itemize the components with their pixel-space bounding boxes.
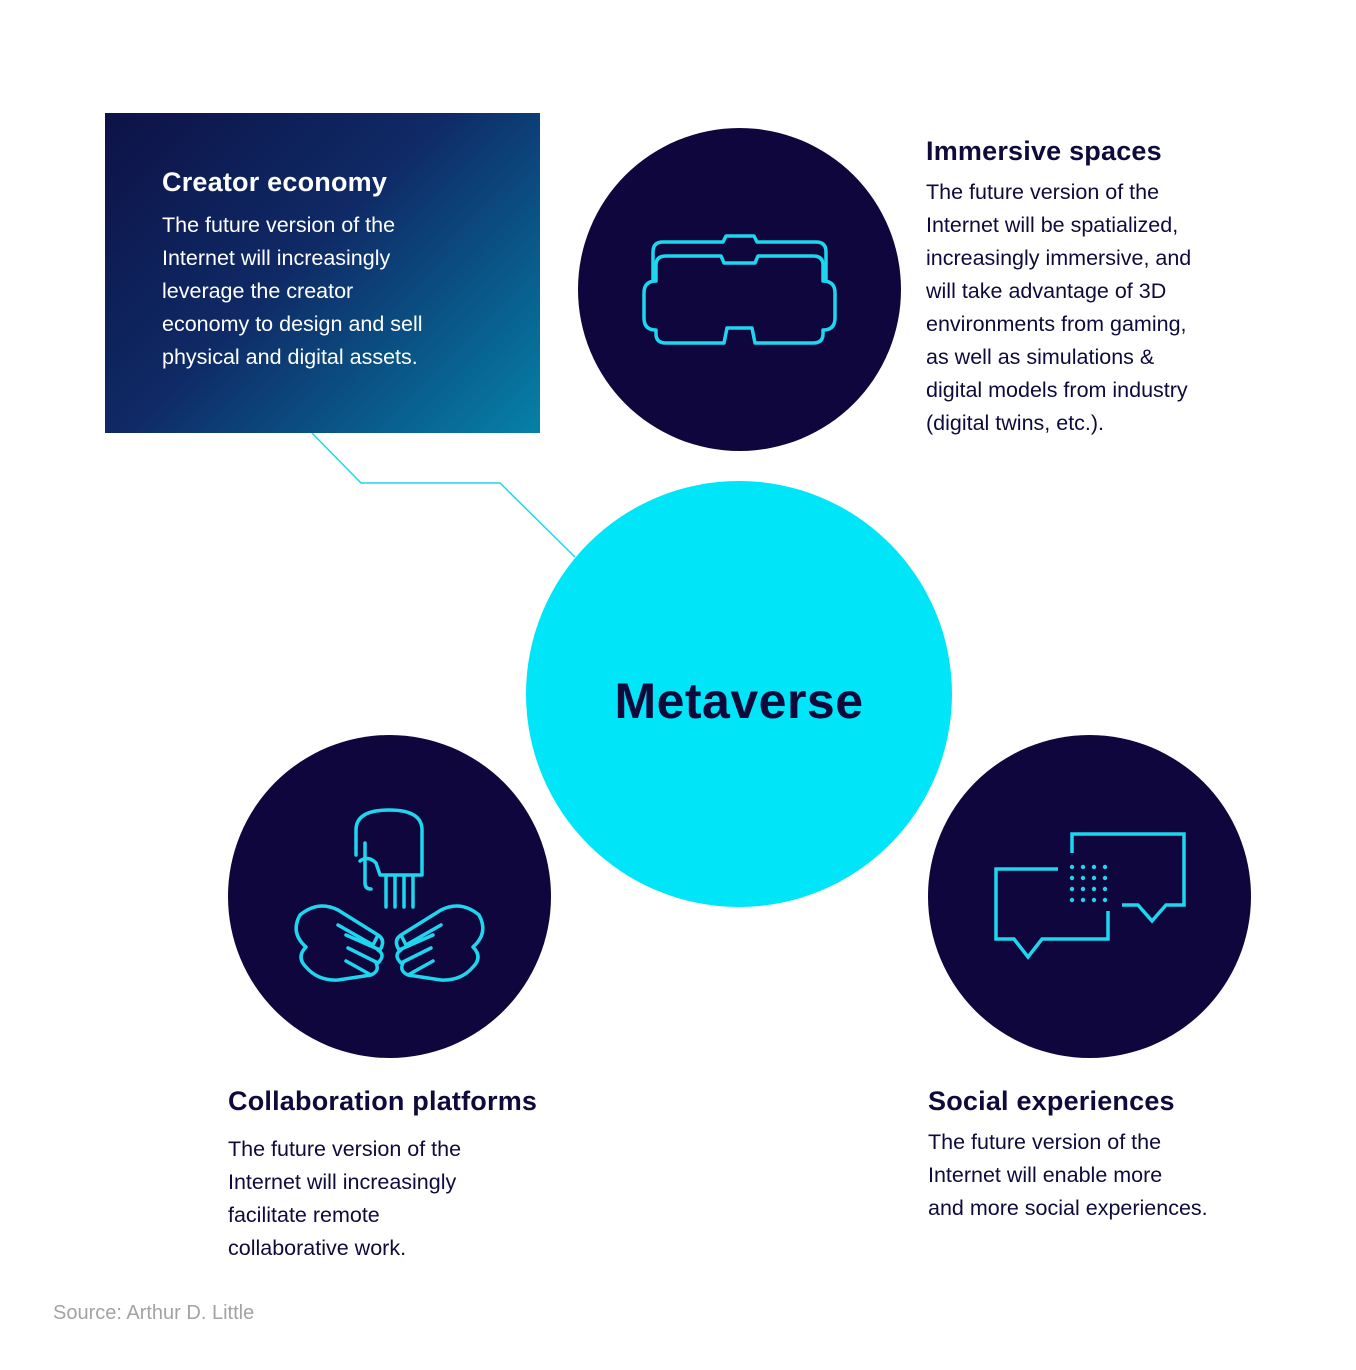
text-line: Internet will be spatialized,	[926, 213, 1179, 237]
text-line: Internet will increasingly	[162, 246, 391, 270]
social-experiences-text: The future version of the Internet will …	[928, 1126, 1288, 1225]
text-line: increasingly immersive, and	[926, 246, 1192, 270]
chat-bubbles-icon	[994, 832, 1186, 960]
immersive-spaces-block: Immersive spaces The future version of t…	[926, 134, 1286, 440]
source-credit: Source: Arthur D. Little	[53, 1302, 255, 1324]
text-line: digital models from industry	[926, 378, 1188, 402]
vr-headset-icon	[642, 234, 837, 345]
text-line: The future version of the	[228, 1137, 462, 1161]
text-line: (digital twins, etc.).	[926, 411, 1105, 435]
collaboration-platforms-text: The future version of the Internet will …	[228, 1133, 608, 1265]
creator-economy-text: The future version of the Internet will …	[162, 209, 500, 374]
collaboration-platforms-circle	[228, 735, 551, 1058]
text-line: Internet will increasingly	[228, 1170, 457, 1194]
text-line: collaborative work.	[228, 1236, 407, 1260]
immersive-spaces-text: The future version of the Internet will …	[926, 176, 1286, 440]
social-experiences-block: Social experiences The future version of…	[928, 1084, 1288, 1225]
metaverse-label: Metaverse	[614, 673, 864, 729]
social-experiences-circle	[928, 735, 1251, 1058]
collaboration-platforms-title: Collaboration platforms	[228, 1086, 538, 1116]
creator-economy-title: Creator economy	[162, 167, 388, 197]
text-line: The future version of the	[162, 213, 396, 237]
hands-together-icon	[294, 808, 485, 982]
text-line: will take advantage of 3D	[926, 279, 1167, 303]
text-line: The future version of the	[928, 1130, 1162, 1154]
text-line: leverage the creator	[162, 279, 354, 303]
collaboration-platforms-block: Collaboration platforms The future versi…	[228, 1084, 608, 1265]
text-line: as well as simulations &	[926, 345, 1155, 369]
social-experiences-title: Social experiences	[928, 1086, 1175, 1116]
dot-grid	[1069, 864, 1108, 903]
immersive-spaces-title: Immersive spaces	[926, 136, 1162, 166]
text-line: environments from gaming,	[926, 312, 1187, 336]
text-line: and more social experiences.	[928, 1196, 1208, 1220]
text-line: economy to design and sell	[162, 312, 423, 336]
text-line: Internet will enable more	[928, 1163, 1163, 1187]
text-line: physical and digital assets.	[162, 345, 418, 369]
metaverse-circle: Metaverse	[526, 481, 952, 907]
creator-economy-box: Creator economy The future version of th…	[105, 113, 540, 433]
immersive-spaces-circle	[578, 128, 901, 451]
text-line: The future version of the	[926, 180, 1160, 204]
text-line: facilitate remote	[228, 1203, 380, 1227]
